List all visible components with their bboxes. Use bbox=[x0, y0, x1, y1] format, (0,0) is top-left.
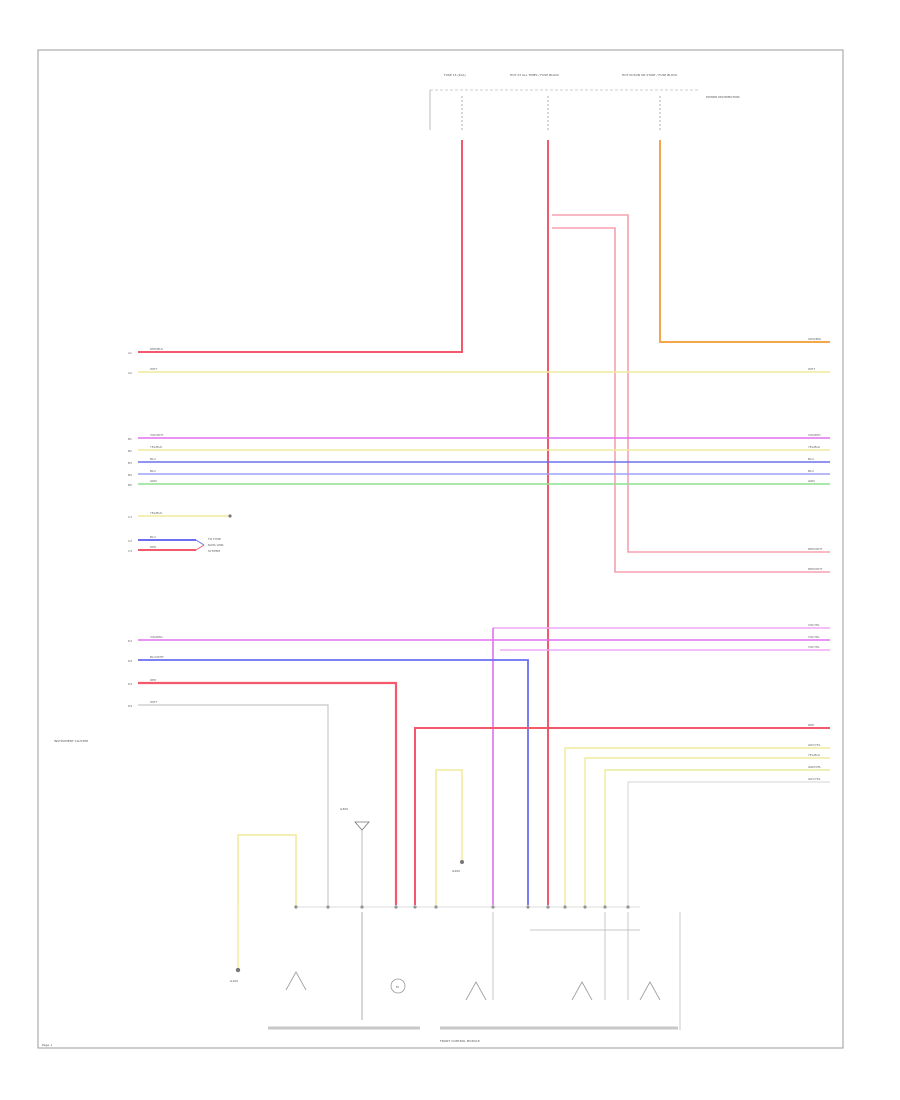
svg-text:RED/WHT: RED/WHT bbox=[808, 547, 823, 551]
svg-text:VIO/WHT: VIO/WHT bbox=[150, 433, 164, 437]
motor-label: M bbox=[396, 985, 399, 989]
wire-grey-down bbox=[138, 704, 329, 905]
svg-text:GRY/YEL: GRY/YEL bbox=[808, 777, 821, 781]
svg-text:YEL/BLK: YEL/BLK bbox=[808, 445, 821, 449]
wire-red-down-1 bbox=[138, 681, 398, 905]
svg-text:B3: B3 bbox=[128, 461, 132, 465]
diagram-frame bbox=[37, 49, 844, 1049]
svg-text:A1: A1 bbox=[128, 351, 132, 355]
bottom-module: M FRONT CONTROL MODULE bbox=[268, 912, 681, 1043]
svg-text:YEL/BLK: YEL/BLK bbox=[150, 445, 163, 449]
svg-text:GRN/YEL: GRN/YEL bbox=[808, 765, 821, 769]
svg-text:G100: G100 bbox=[230, 979, 238, 983]
svg-text:VIO/YEL: VIO/YEL bbox=[808, 635, 820, 639]
fuse-label-left: FUSE 15 (10A) bbox=[444, 73, 466, 77]
svg-text:RED/WHT: RED/WHT bbox=[808, 567, 823, 571]
svg-text:GRN: GRN bbox=[150, 479, 157, 483]
svg-text:BLU: BLU bbox=[150, 469, 156, 473]
wire-pink-branch-1 bbox=[552, 214, 830, 553]
wire-yellow-r1 bbox=[564, 747, 830, 905]
svg-text:YEL/BLU: YEL/BLU bbox=[808, 753, 820, 757]
ground-icon-1 bbox=[235, 967, 241, 973]
svg-text:D1: D1 bbox=[128, 639, 132, 643]
motor-symbol bbox=[390, 978, 406, 994]
svg-text:RED/BLK: RED/BLK bbox=[150, 347, 164, 351]
svg-text:RED: RED bbox=[150, 545, 157, 549]
svg-text:D3: D3 bbox=[128, 682, 132, 686]
grounds: G100 G200 G300 bbox=[230, 800, 464, 983]
svg-text:RED: RED bbox=[150, 678, 157, 682]
svg-text:BLU: BLU bbox=[808, 457, 814, 461]
svg-text:VIO/YEL: VIO/YEL bbox=[808, 623, 820, 627]
connector-row bbox=[294, 905, 640, 909]
fuse-area: FUSE 15 (10A) HOT AT ALL TIMES / FUSE BL… bbox=[429, 73, 740, 132]
svg-text:C2: C2 bbox=[128, 539, 132, 543]
wire-orange-feed bbox=[659, 140, 830, 343]
svg-text:BLU/WHT: BLU/WHT bbox=[150, 655, 164, 659]
wire-blue-down bbox=[138, 659, 529, 905]
wire-yellow-loop bbox=[237, 834, 297, 905]
svg-text:SYSTEM: SYSTEM bbox=[208, 549, 220, 553]
bottom-module-label: FRONT CONTROL MODULE bbox=[440, 1039, 480, 1043]
page-code: Page 1 bbox=[42, 1043, 52, 1047]
svg-text:DATA LINK: DATA LINK bbox=[208, 543, 224, 547]
fuse-note: POWER DISTRIBUTION bbox=[706, 95, 740, 99]
fuse-label-mid: HOT AT ALL TIMES / FUSE BLOCK bbox=[510, 73, 560, 77]
svg-text:WHT: WHT bbox=[150, 367, 157, 371]
wire-red-right bbox=[414, 727, 830, 905]
svg-text:C1: C1 bbox=[128, 515, 132, 519]
svg-text:WHT: WHT bbox=[808, 367, 815, 371]
wire-grey-r4 bbox=[627, 781, 830, 905]
svg-text:ORN/BLK: ORN/BLK bbox=[808, 337, 822, 341]
ground-icon-2 bbox=[460, 860, 464, 864]
svg-text:GRY/YEL: GRY/YEL bbox=[808, 743, 821, 747]
svg-text:G300: G300 bbox=[340, 807, 348, 811]
svg-text:B2: B2 bbox=[128, 449, 132, 453]
wire-yellow-r3 bbox=[604, 769, 830, 905]
svg-text:BLU: BLU bbox=[150, 457, 156, 461]
feed-wires bbox=[138, 140, 830, 905]
wire-pink-branch-2 bbox=[552, 227, 830, 573]
fuse-label-right: HOT IN RUN OR START / FUSE BLOCK bbox=[622, 73, 678, 77]
bus-wires bbox=[138, 371, 830, 905]
wire-red-feed-1 bbox=[138, 140, 463, 353]
left-pin-labels: A1 RED/BLK A2 WHT B1 VIO/WHT B2 YEL/BLK … bbox=[128, 347, 164, 708]
svg-text:D4: D4 bbox=[128, 704, 132, 708]
svg-text:TO FUSE: TO FUSE bbox=[207, 537, 221, 541]
svg-text:B1: B1 bbox=[128, 437, 132, 441]
svg-text:VIO/YEL: VIO/YEL bbox=[808, 645, 820, 649]
ground-icon-3 bbox=[354, 821, 370, 831]
svg-text:BLU: BLU bbox=[150, 535, 156, 539]
svg-text:D2: D2 bbox=[128, 659, 132, 663]
module-name: INSTRUMENT CLUSTER bbox=[54, 739, 88, 743]
wire-yellow-r2 bbox=[584, 757, 830, 905]
side-note: TO FUSE DATA LINK SYSTEM bbox=[195, 514, 232, 553]
svg-text:GRN: GRN bbox=[808, 479, 815, 483]
svg-text:B4: B4 bbox=[128, 473, 132, 477]
svg-text:A2: A2 bbox=[128, 371, 132, 375]
svg-text:RED: RED bbox=[808, 723, 815, 727]
svg-text:B5: B5 bbox=[128, 483, 132, 487]
svg-text:C3: C3 bbox=[128, 549, 132, 553]
connector-dot bbox=[228, 514, 232, 518]
svg-text:VIO/RED: VIO/RED bbox=[808, 433, 821, 437]
wire-yellow-loop-2 bbox=[435, 769, 463, 905]
svg-text:BLU: BLU bbox=[808, 469, 814, 473]
svg-text:WHT: WHT bbox=[150, 700, 157, 704]
svg-text:G200: G200 bbox=[452, 869, 460, 873]
right-wire-labels: ORN/BLK WHT VIO/RED YEL/BLK BLU BLU GRN … bbox=[808, 337, 823, 781]
svg-text:VIO/RED: VIO/RED bbox=[150, 635, 163, 639]
svg-text:YEL/BLK: YEL/BLK bbox=[150, 511, 163, 515]
